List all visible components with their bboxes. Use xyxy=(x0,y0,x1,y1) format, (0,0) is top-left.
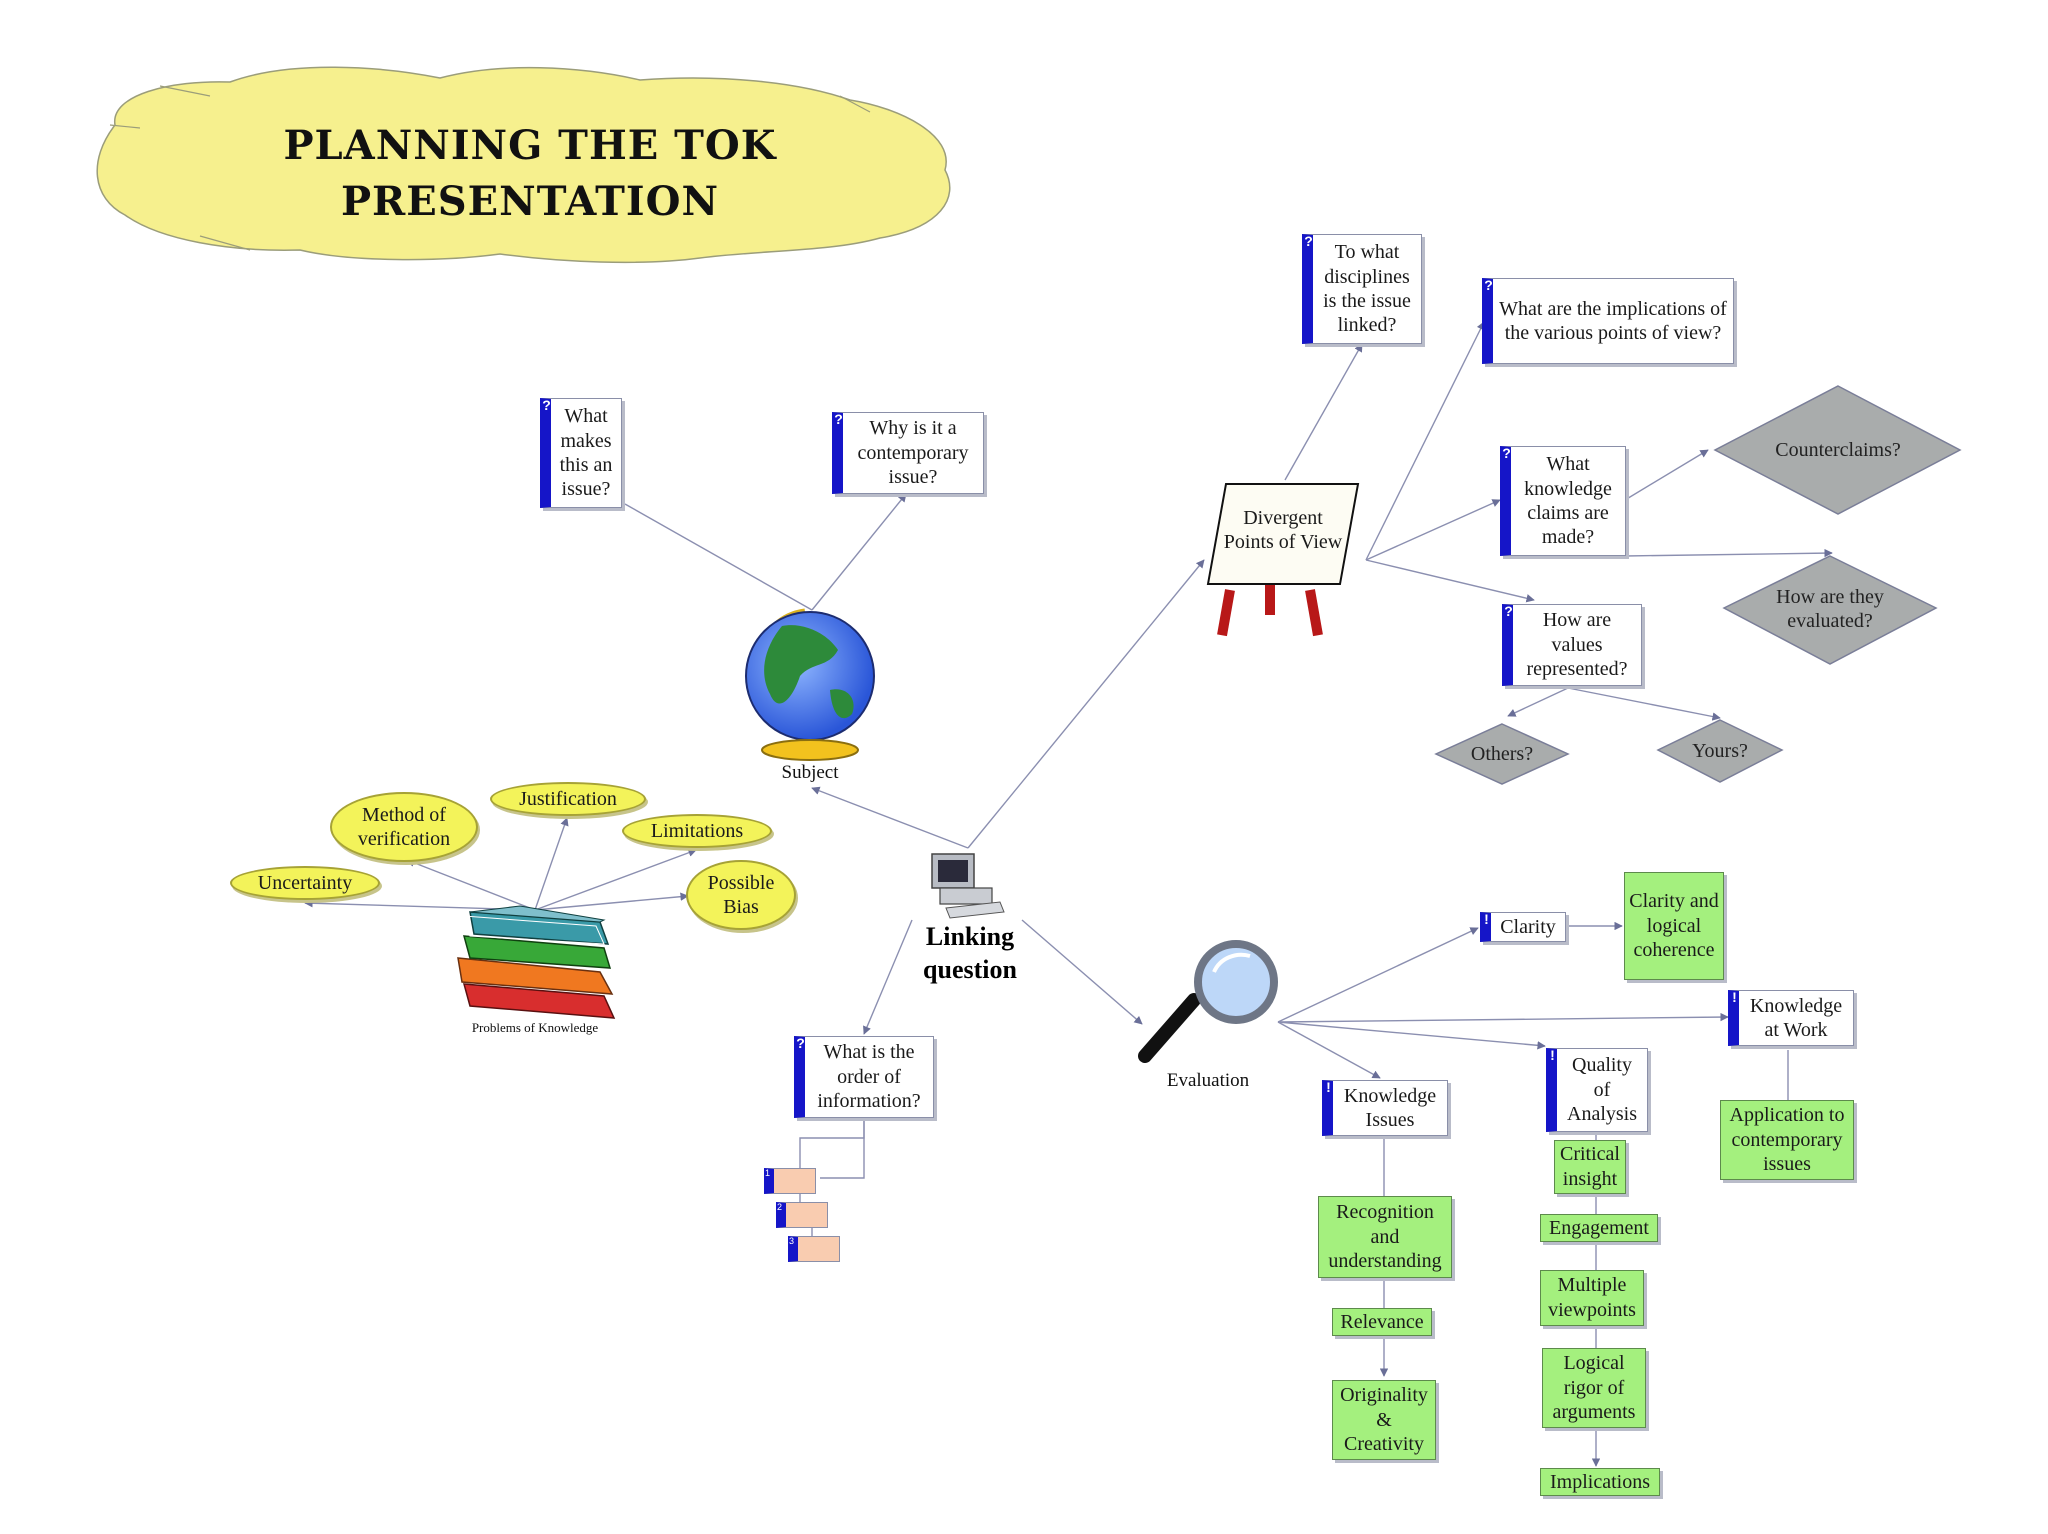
question-knowledge-claims: ?What knowledge claims are made? xyxy=(1500,446,1626,556)
divergent-label: Divergent Points of View xyxy=(1223,506,1343,553)
globe-icon xyxy=(745,608,875,761)
node-text: Clarity xyxy=(1500,915,1556,938)
question-text: What knowledge claims are made? xyxy=(1524,453,1612,549)
knowledge-issues-detail-2: Relevance xyxy=(1332,1308,1432,1336)
evaluation-knowledge-issues: !Knowledge Issues xyxy=(1322,1080,1448,1136)
ellipse-method-of-verification: Method of verification xyxy=(330,792,478,862)
title-cloud xyxy=(96,66,951,264)
question-text: To what disciplines is the issue linked? xyxy=(1323,241,1411,337)
diamond-evaluated-label: How are they evaluated? xyxy=(1776,585,1884,632)
diamond-yours xyxy=(1656,719,1784,783)
knowledge-at-work-detail: Application to contemporary issues xyxy=(1720,1100,1854,1180)
ellipse-uncertainty: Uncertainty xyxy=(230,866,380,900)
knowledge-issues-detail-1: Recognition and understanding xyxy=(1318,1196,1452,1278)
quality-detail-3: Multiple viewpoints xyxy=(1540,1270,1644,1326)
ellipse-possible-bias: Possible Bias xyxy=(686,860,796,930)
question-values: ?How are values represented? xyxy=(1502,604,1642,686)
question-text: Why is it a contemporary issue? xyxy=(857,417,969,489)
linking-question-label: Linking question xyxy=(923,922,1017,984)
order-step-2: 2 xyxy=(776,1202,828,1228)
ellipse-limitations: Limitations xyxy=(622,814,772,848)
diamond-yours-label: Yours? xyxy=(1692,739,1748,762)
problems-of-knowledge-label: Problems of Knowledge xyxy=(471,1020,599,1035)
node-text: Knowledge Issues xyxy=(1343,1084,1437,1131)
computer-icon xyxy=(931,853,1005,919)
evaluation-quality-of-analysis: !Quality of Analysis xyxy=(1546,1048,1648,1132)
evaluation-clarity: !Clarity xyxy=(1480,912,1566,942)
diamond-counterclaims xyxy=(1713,385,1962,515)
question-disciplines: ?To what disciplines is the issue linked… xyxy=(1302,234,1422,344)
evaluation-label: Evaluation xyxy=(1166,1070,1250,1091)
diamond-counterclaims-label: Counterclaims? xyxy=(1775,438,1901,461)
quality-detail-2: Engagement xyxy=(1540,1214,1658,1242)
magnifier-icon xyxy=(1138,940,1278,1063)
books-icon xyxy=(457,905,616,1019)
quality-detail-5: Implications xyxy=(1540,1468,1660,1496)
quality-detail-1: Critical insight xyxy=(1554,1140,1626,1194)
question-why-contemporary: ?Why is it a contemporary issue? xyxy=(832,412,984,494)
title-line-1: PLANNING THE TOK xyxy=(283,122,777,169)
page-title: PLANNING THE TOK PRESENTATION xyxy=(230,118,830,230)
diamond-evaluated xyxy=(1722,555,1938,665)
quality-detail-4: Logical rigor of arguments xyxy=(1542,1348,1646,1428)
question-what-makes-issue: ?What makes this an issue? xyxy=(540,398,622,508)
diamond-others-label: Others? xyxy=(1470,742,1534,765)
question-text: How are values represented? xyxy=(1526,609,1628,681)
question-text: What is the order of information? xyxy=(817,1041,921,1113)
question-text: What are the implications of the various… xyxy=(1499,297,1727,344)
easel-icon xyxy=(1206,483,1360,637)
order-step-3: 3 xyxy=(788,1236,840,1262)
diamond-others xyxy=(1434,723,1570,785)
question-text: What makes this an issue? xyxy=(559,405,613,501)
title-line-2: PRESENTATION xyxy=(340,178,720,225)
knowledge-issues-detail-3: Originality & Creativity xyxy=(1332,1380,1436,1460)
clarity-detail: Clarity and logical coherence xyxy=(1624,872,1724,980)
subject-label: Subject xyxy=(781,762,839,783)
node-text: Quality of Analysis xyxy=(1567,1054,1637,1126)
ellipse-justification: Justification xyxy=(490,782,646,816)
question-order-of-information: ?What is the order of information? xyxy=(794,1036,934,1118)
question-implications: ?What are the implications of the variou… xyxy=(1482,278,1734,364)
node-text: Knowledge at Work xyxy=(1749,994,1843,1041)
order-step-1: 1 xyxy=(764,1168,816,1194)
evaluation-knowledge-at-work: !Knowledge at Work xyxy=(1728,990,1854,1046)
